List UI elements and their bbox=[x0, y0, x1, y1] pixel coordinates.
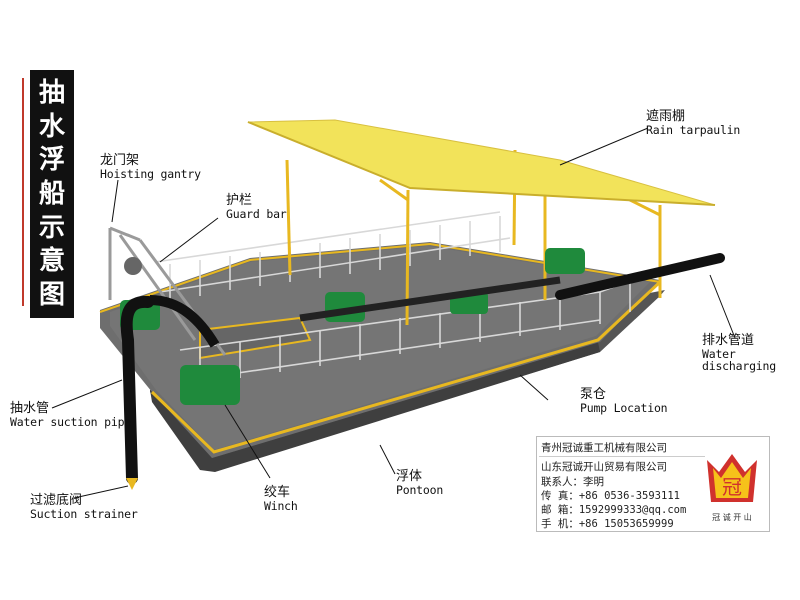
discharge-pipe bbox=[555, 253, 725, 300]
guard-bar-rail bbox=[154, 211, 661, 384]
gantry-pulley bbox=[124, 257, 142, 275]
company-name-1: 青州冠诚重工机械有限公司 bbox=[541, 442, 667, 454]
label-pontoon: 浮体 Pontoon bbox=[396, 469, 444, 497]
label-pump-location: 泵仓 Pump Location bbox=[580, 387, 668, 415]
canopy-edge bbox=[247, 121, 716, 206]
company-logo: 冠 冠 诚 开 山 bbox=[707, 454, 757, 522]
fax: 传 真：+86 0536-3593111 bbox=[541, 490, 680, 502]
logo-caption: 冠 诚 开 山 bbox=[712, 512, 752, 522]
divider bbox=[539, 456, 705, 457]
deck-trim bbox=[150, 280, 662, 454]
label-hoisting-gantry: 龙门架 Hoisting gantry bbox=[100, 153, 201, 181]
label-winch: 绞车 Winch bbox=[264, 485, 298, 513]
title-accent-line bbox=[22, 78, 24, 306]
logo-mark: 冠 bbox=[722, 475, 742, 499]
leader-lines bbox=[51, 127, 736, 499]
company-name-2: 山东冠诚开山贸易有限公司 bbox=[541, 461, 667, 473]
email: 邮 箱：1592999333@qq.com bbox=[541, 504, 687, 516]
label-guard-bar: 护栏 Guard bar bbox=[226, 193, 287, 221]
suction-strainer-tip bbox=[126, 478, 138, 490]
mobile: 手 机：+86 15053659999 bbox=[541, 518, 674, 530]
label-water-suction-pipe: 抽水管 Water suction pipe bbox=[10, 401, 132, 429]
label-water-discharging: 排水管道 Water discharging bbox=[702, 333, 776, 373]
label-rain-tarpaulin: 遮雨棚 Rain tarpaulin bbox=[646, 109, 741, 137]
internal-pipe bbox=[299, 276, 561, 322]
suction-pipe bbox=[120, 295, 154, 484]
label-suction-strainer: 过滤底阀 Suction strainer bbox=[30, 493, 138, 521]
suction-hose bbox=[149, 295, 220, 348]
diagram-title: 抽 水 浮 船 示 意 图 bbox=[30, 70, 74, 318]
deck-top-surface bbox=[110, 246, 650, 450]
contact-person: 联系人：李明 bbox=[541, 476, 604, 488]
